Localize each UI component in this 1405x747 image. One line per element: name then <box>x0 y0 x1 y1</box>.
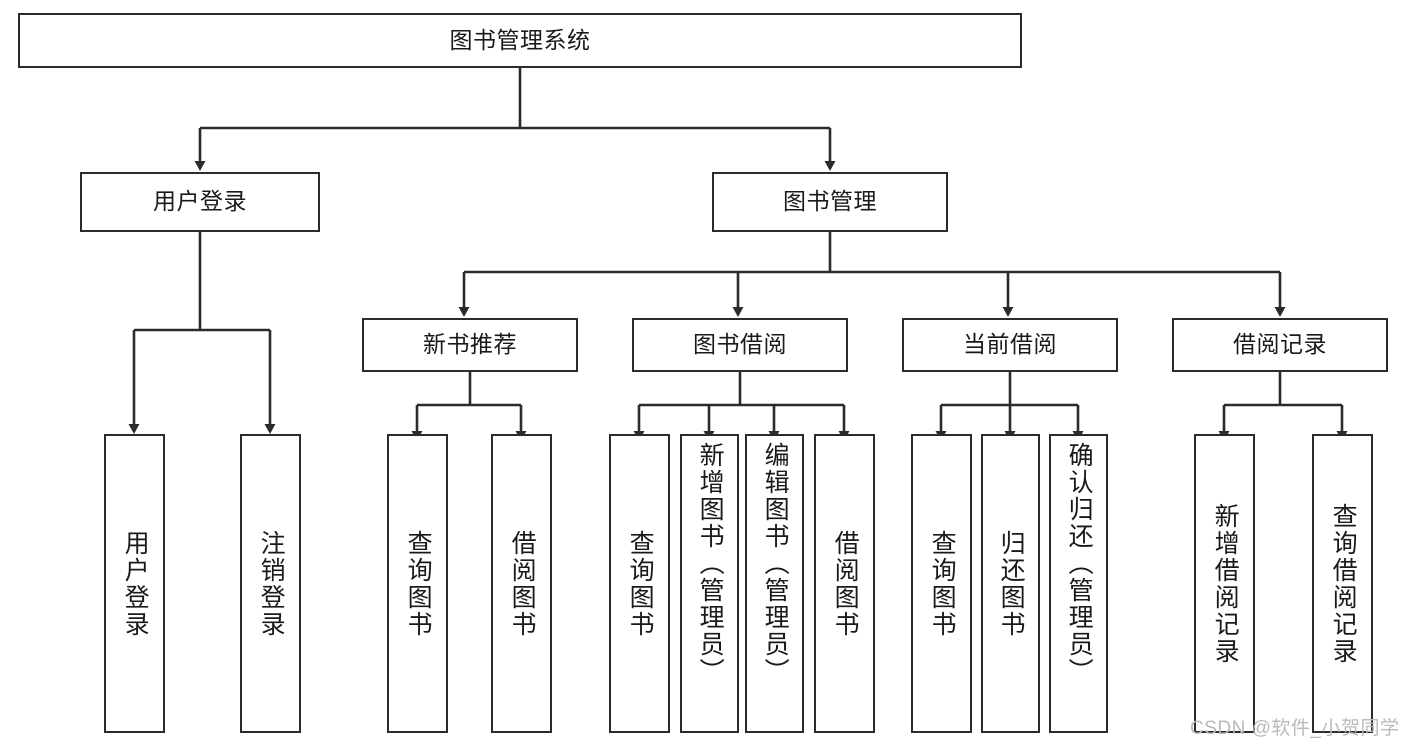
leaf-query-book-borrow[interactable]: 查询图书 <box>609 434 670 733</box>
node-label: 新书推荐 <box>423 331 517 358</box>
leaf-user-login[interactable]: 用户登录 <box>104 434 165 733</box>
leaf-borrow-book-recommend[interactable]: 借阅图书 <box>491 434 552 733</box>
node-label: 归还图书 <box>997 529 1026 638</box>
node-label: 新增借阅记录 <box>1211 502 1240 665</box>
node-book-borrow[interactable]: 图书借阅 <box>632 318 848 372</box>
leaf-query-borrow-record[interactable]: 查询借阅记录 <box>1312 434 1373 733</box>
leaf-user-logout[interactable]: 注销登录 <box>240 434 301 733</box>
node-label: 借阅图书 <box>831 529 860 638</box>
node-label: 图书借阅 <box>693 331 787 358</box>
node-label: 查询图书 <box>626 529 655 638</box>
node-label: 用户登录 <box>153 188 247 215</box>
node-book-management[interactable]: 图书管理 <box>712 172 948 232</box>
leaf-return-book[interactable]: 归还图书 <box>981 434 1040 733</box>
node-label: 借阅图书 <box>508 529 537 638</box>
node-label: 当前借阅 <box>963 331 1057 358</box>
csdn-watermark: CSDN @软件_小贺同学 <box>1190 718 1400 739</box>
node-label: 查询借阅记录 <box>1329 502 1358 665</box>
node-new-book-recommend[interactable]: 新书推荐 <box>362 318 578 372</box>
node-label: 查询图书 <box>404 529 433 638</box>
node-user-login[interactable]: 用户登录 <box>80 172 320 232</box>
node-label: 新增图书（管理员） <box>696 442 725 685</box>
node-label: 用户登录 <box>121 529 150 638</box>
node-label: 图书管理系统 <box>449 26 591 53</box>
leaf-query-book-current[interactable]: 查询图书 <box>911 434 972 733</box>
node-label: 编辑图书（管理员） <box>761 442 790 685</box>
leaf-add-book-admin[interactable]: 新增图书（管理员） <box>680 434 739 733</box>
leaf-query-book-recommend[interactable]: 查询图书 <box>387 434 448 733</box>
leaf-borrow-book-borrow[interactable]: 借阅图书 <box>814 434 875 733</box>
node-label: 借阅记录 <box>1233 331 1327 358</box>
node-borrow-record[interactable]: 借阅记录 <box>1172 318 1388 372</box>
node-label: 图书管理 <box>783 188 877 215</box>
leaf-confirm-return-admin[interactable]: 确认归还（管理员） <box>1049 434 1108 733</box>
node-label: 注销登录 <box>257 529 286 638</box>
node-label: 查询图书 <box>928 529 957 638</box>
node-root-book-management-system[interactable]: 图书管理系统 <box>18 13 1022 68</box>
leaf-add-borrow-record[interactable]: 新增借阅记录 <box>1194 434 1255 733</box>
node-current-borrow[interactable]: 当前借阅 <box>902 318 1118 372</box>
node-label: 确认归还（管理员） <box>1065 442 1094 685</box>
leaf-edit-book-admin[interactable]: 编辑图书（管理员） <box>745 434 804 733</box>
